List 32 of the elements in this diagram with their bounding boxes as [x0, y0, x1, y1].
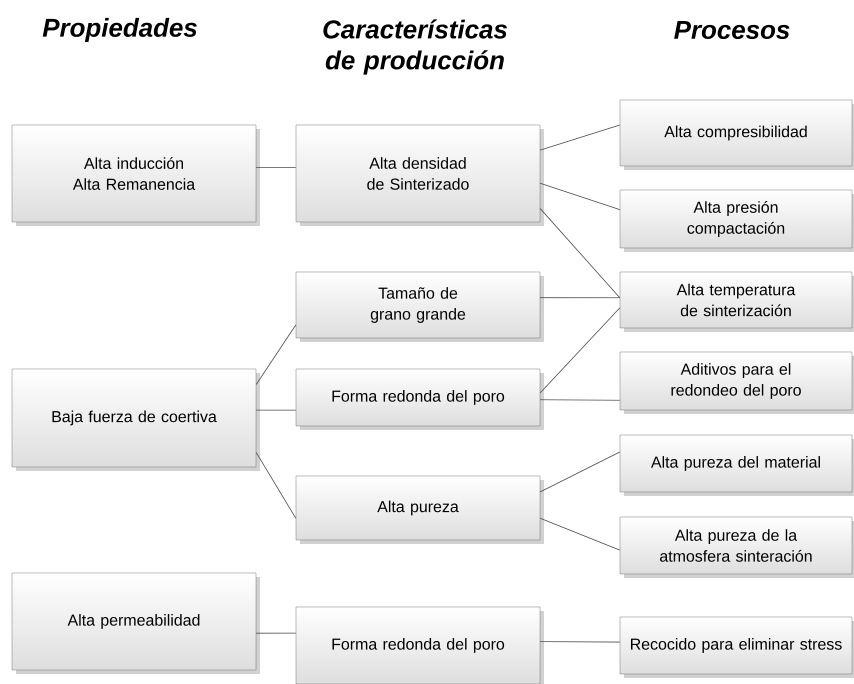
process-box: Aditivos para el redondeo del poro [620, 352, 854, 414]
connector-line [256, 410, 296, 411]
process-box: Baja fuerza de coertiva [12, 368, 260, 471]
process-box: Alta pureza del material [620, 434, 854, 496]
column-heading: Características de producción [323, 19, 507, 75]
connector-line [540, 124, 620, 151]
connector-line [256, 632, 296, 634]
process-box: Alta compresibilidad [620, 100, 854, 170]
connector-line [256, 167, 296, 168]
process-box: Forma redonda del poro [296, 606, 544, 684]
column-heading: Procesos [674, 20, 790, 40]
process-box: Alta pureza [296, 476, 544, 544]
connector-line [540, 518, 620, 550]
column-heading: Propiedades [42, 18, 197, 42]
process-box: Alta temperatura de sinterización [620, 272, 854, 332]
process-box: Recocido para eliminar stress [620, 616, 854, 678]
process-box: Alta presión compactación [620, 190, 854, 252]
connector-line [540, 452, 620, 492]
process-box: Alta permeabilidad [12, 572, 260, 674]
connector-line [540, 182, 620, 210]
process-box: Alta pureza de la atmosfera sinteración [620, 516, 854, 578]
connector-line [540, 208, 620, 298]
process-box: Alta densidad de Sinterizado [296, 124, 544, 226]
process-box: Tamaño de grano grande [296, 272, 544, 342]
connector-line [540, 297, 620, 298]
connector-line [540, 307, 620, 394]
connector-line [256, 324, 296, 385]
process-box: Alta inducción Alta Remanencia [12, 124, 260, 226]
connector-line [540, 641, 620, 642]
connector-line [256, 452, 296, 519]
process-box: Forma redonda del poro [296, 368, 544, 430]
connector-line [540, 399, 620, 401]
